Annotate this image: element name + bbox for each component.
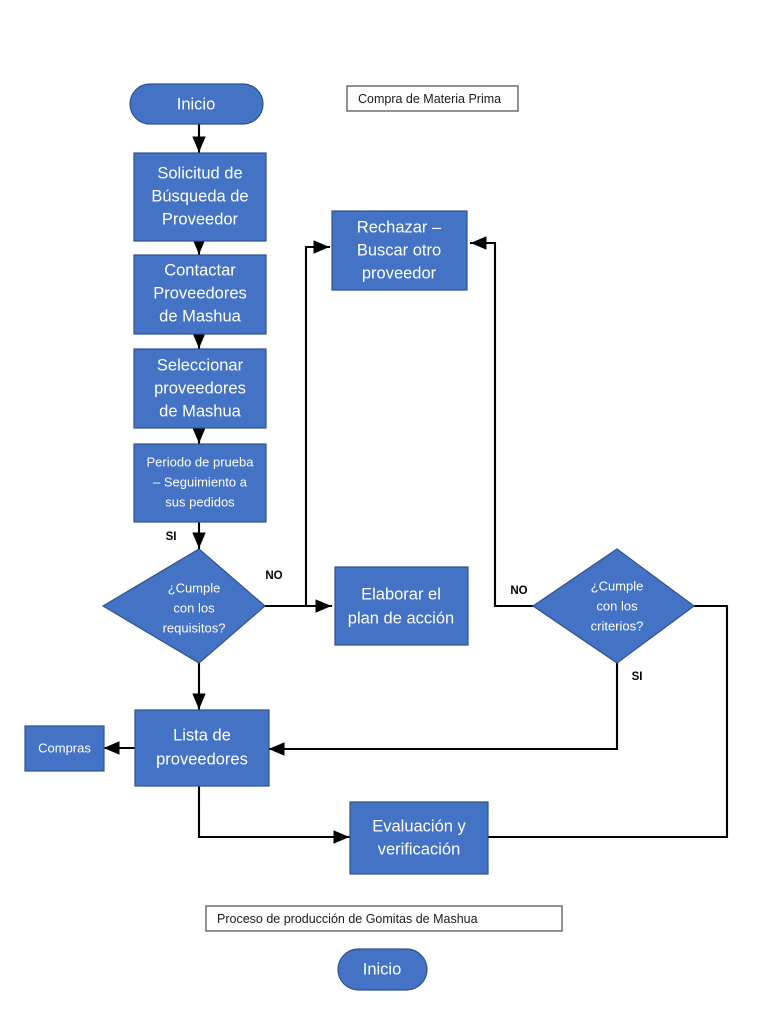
caption-top-label: Compra de Materia Prima bbox=[358, 92, 501, 106]
contactar-line2: Proveedores bbox=[153, 284, 247, 302]
rechazar-line2: Buscar otro bbox=[357, 241, 441, 259]
rechazar-line3: proveedor bbox=[362, 264, 437, 282]
caption-bottom-box bbox=[205, 905, 563, 932]
end-shape bbox=[337, 948, 428, 991]
decision-requisitos-line2: con los bbox=[173, 600, 215, 615]
solicitud-line3: Proveedor bbox=[162, 210, 239, 228]
rechazar-shape bbox=[331, 210, 468, 291]
connector-plan-to-rechazar-left bbox=[304, 240, 331, 608]
node-plan-accion[interactable]: Elaborar el plan de acción bbox=[334, 566, 469, 646]
rechazar-line1: Rechazar – bbox=[357, 218, 442, 236]
branch-label-no-criterios: NO bbox=[510, 585, 527, 597]
periodo-line1: Periodo de prueba bbox=[147, 454, 255, 469]
plan-accion-shape bbox=[334, 566, 469, 646]
compras-label: Compras bbox=[38, 740, 91, 755]
decision-requisitos-shape bbox=[101, 548, 266, 664]
connector-criterios-no-to-rechazar-right bbox=[469, 236, 535, 608]
evaluacion-line1: Evaluación y bbox=[372, 817, 466, 835]
node-solicitud[interactable]: Solicitud de Búsqueda de Proveedor bbox=[133, 152, 267, 242]
branch-label-si-periodo: SI bbox=[166, 531, 177, 543]
lista-shape bbox=[134, 709, 270, 787]
plan-accion-line1: Elaborar el bbox=[361, 585, 441, 603]
connector-criterios-si-to-lista bbox=[267, 662, 619, 756]
node-lista[interactable]: Lista de proveedores bbox=[134, 709, 270, 787]
seleccionar-shape bbox=[133, 348, 267, 429]
contactar-line3: de Mashua bbox=[159, 307, 241, 325]
decision-criterios-line1: ¿Cumple bbox=[591, 578, 644, 593]
periodo-shape bbox=[133, 443, 267, 523]
node-decision-requisitos[interactable]: ¿Cumple con los requisitos? bbox=[101, 548, 266, 664]
seleccionar-line2: proveedores bbox=[154, 379, 246, 397]
plan-accion-line2: plan de acción bbox=[348, 609, 454, 627]
contactar-line1: Contactar bbox=[164, 261, 236, 279]
seleccionar-line3: de Mashua bbox=[159, 402, 241, 420]
node-contactar[interactable]: Contactar Proveedores de Mashua bbox=[133, 254, 267, 335]
solicitud-line2: Búsqueda de bbox=[151, 187, 248, 205]
solicitud-line1: Solicitud de bbox=[157, 164, 242, 182]
caption-top-box bbox=[346, 85, 519, 112]
caption-bottom: Proceso de producción de Gomitas de Mash… bbox=[205, 905, 563, 932]
contactar-shape bbox=[133, 254, 267, 335]
start-label: Inicio bbox=[177, 95, 216, 113]
node-seleccionar[interactable]: Seleccionar proveedores de Mashua bbox=[133, 348, 267, 429]
node-rechazar[interactable]: Rechazar – Buscar otro proveedor bbox=[331, 210, 468, 291]
branch-label-no-requisitos: NO bbox=[265, 570, 282, 582]
end-label: Inicio bbox=[363, 960, 402, 978]
periodo-line2: – Seguimiento a bbox=[153, 474, 248, 489]
decision-criterios-line2: con los bbox=[596, 598, 638, 613]
decision-criterios-line3: criterios? bbox=[591, 618, 644, 633]
caption-top: Compra de Materia Prima bbox=[346, 85, 519, 112]
decision-requisitos-line3: requisitos? bbox=[163, 620, 226, 635]
compras-shape bbox=[24, 725, 105, 772]
node-evaluacion[interactable]: Evaluación y verificación bbox=[349, 801, 489, 875]
node-periodo[interactable]: Periodo de prueba – Seguimiento a sus pe… bbox=[133, 443, 267, 523]
decision-requisitos-line1: ¿Cumple bbox=[168, 580, 221, 595]
periodo-line3: sus pedidos bbox=[165, 494, 235, 509]
seleccionar-line1: Seleccionar bbox=[157, 356, 244, 374]
node-compras[interactable]: Compras bbox=[24, 725, 105, 772]
caption-bottom-label: Proceso de producción de Gomitas de Mash… bbox=[217, 912, 478, 926]
lista-line2: proveedores bbox=[156, 750, 248, 768]
branch-label-si-criterios: SI bbox=[632, 671, 643, 683]
decision-criterios-shape bbox=[531, 548, 696, 664]
connector-lista-to-evaluacion bbox=[197, 784, 351, 844]
evaluacion-line2: verificación bbox=[378, 840, 461, 858]
node-decision-criterios[interactable]: ¿Cumple con los criterios? bbox=[531, 548, 696, 664]
start-shape bbox=[129, 83, 264, 125]
solicitud-shape bbox=[133, 152, 267, 242]
node-end[interactable]: Inicio bbox=[337, 948, 428, 991]
evaluacion-shape bbox=[349, 801, 489, 875]
lista-line1: Lista de bbox=[173, 726, 231, 744]
node-start[interactable]: Inicio bbox=[129, 83, 264, 125]
